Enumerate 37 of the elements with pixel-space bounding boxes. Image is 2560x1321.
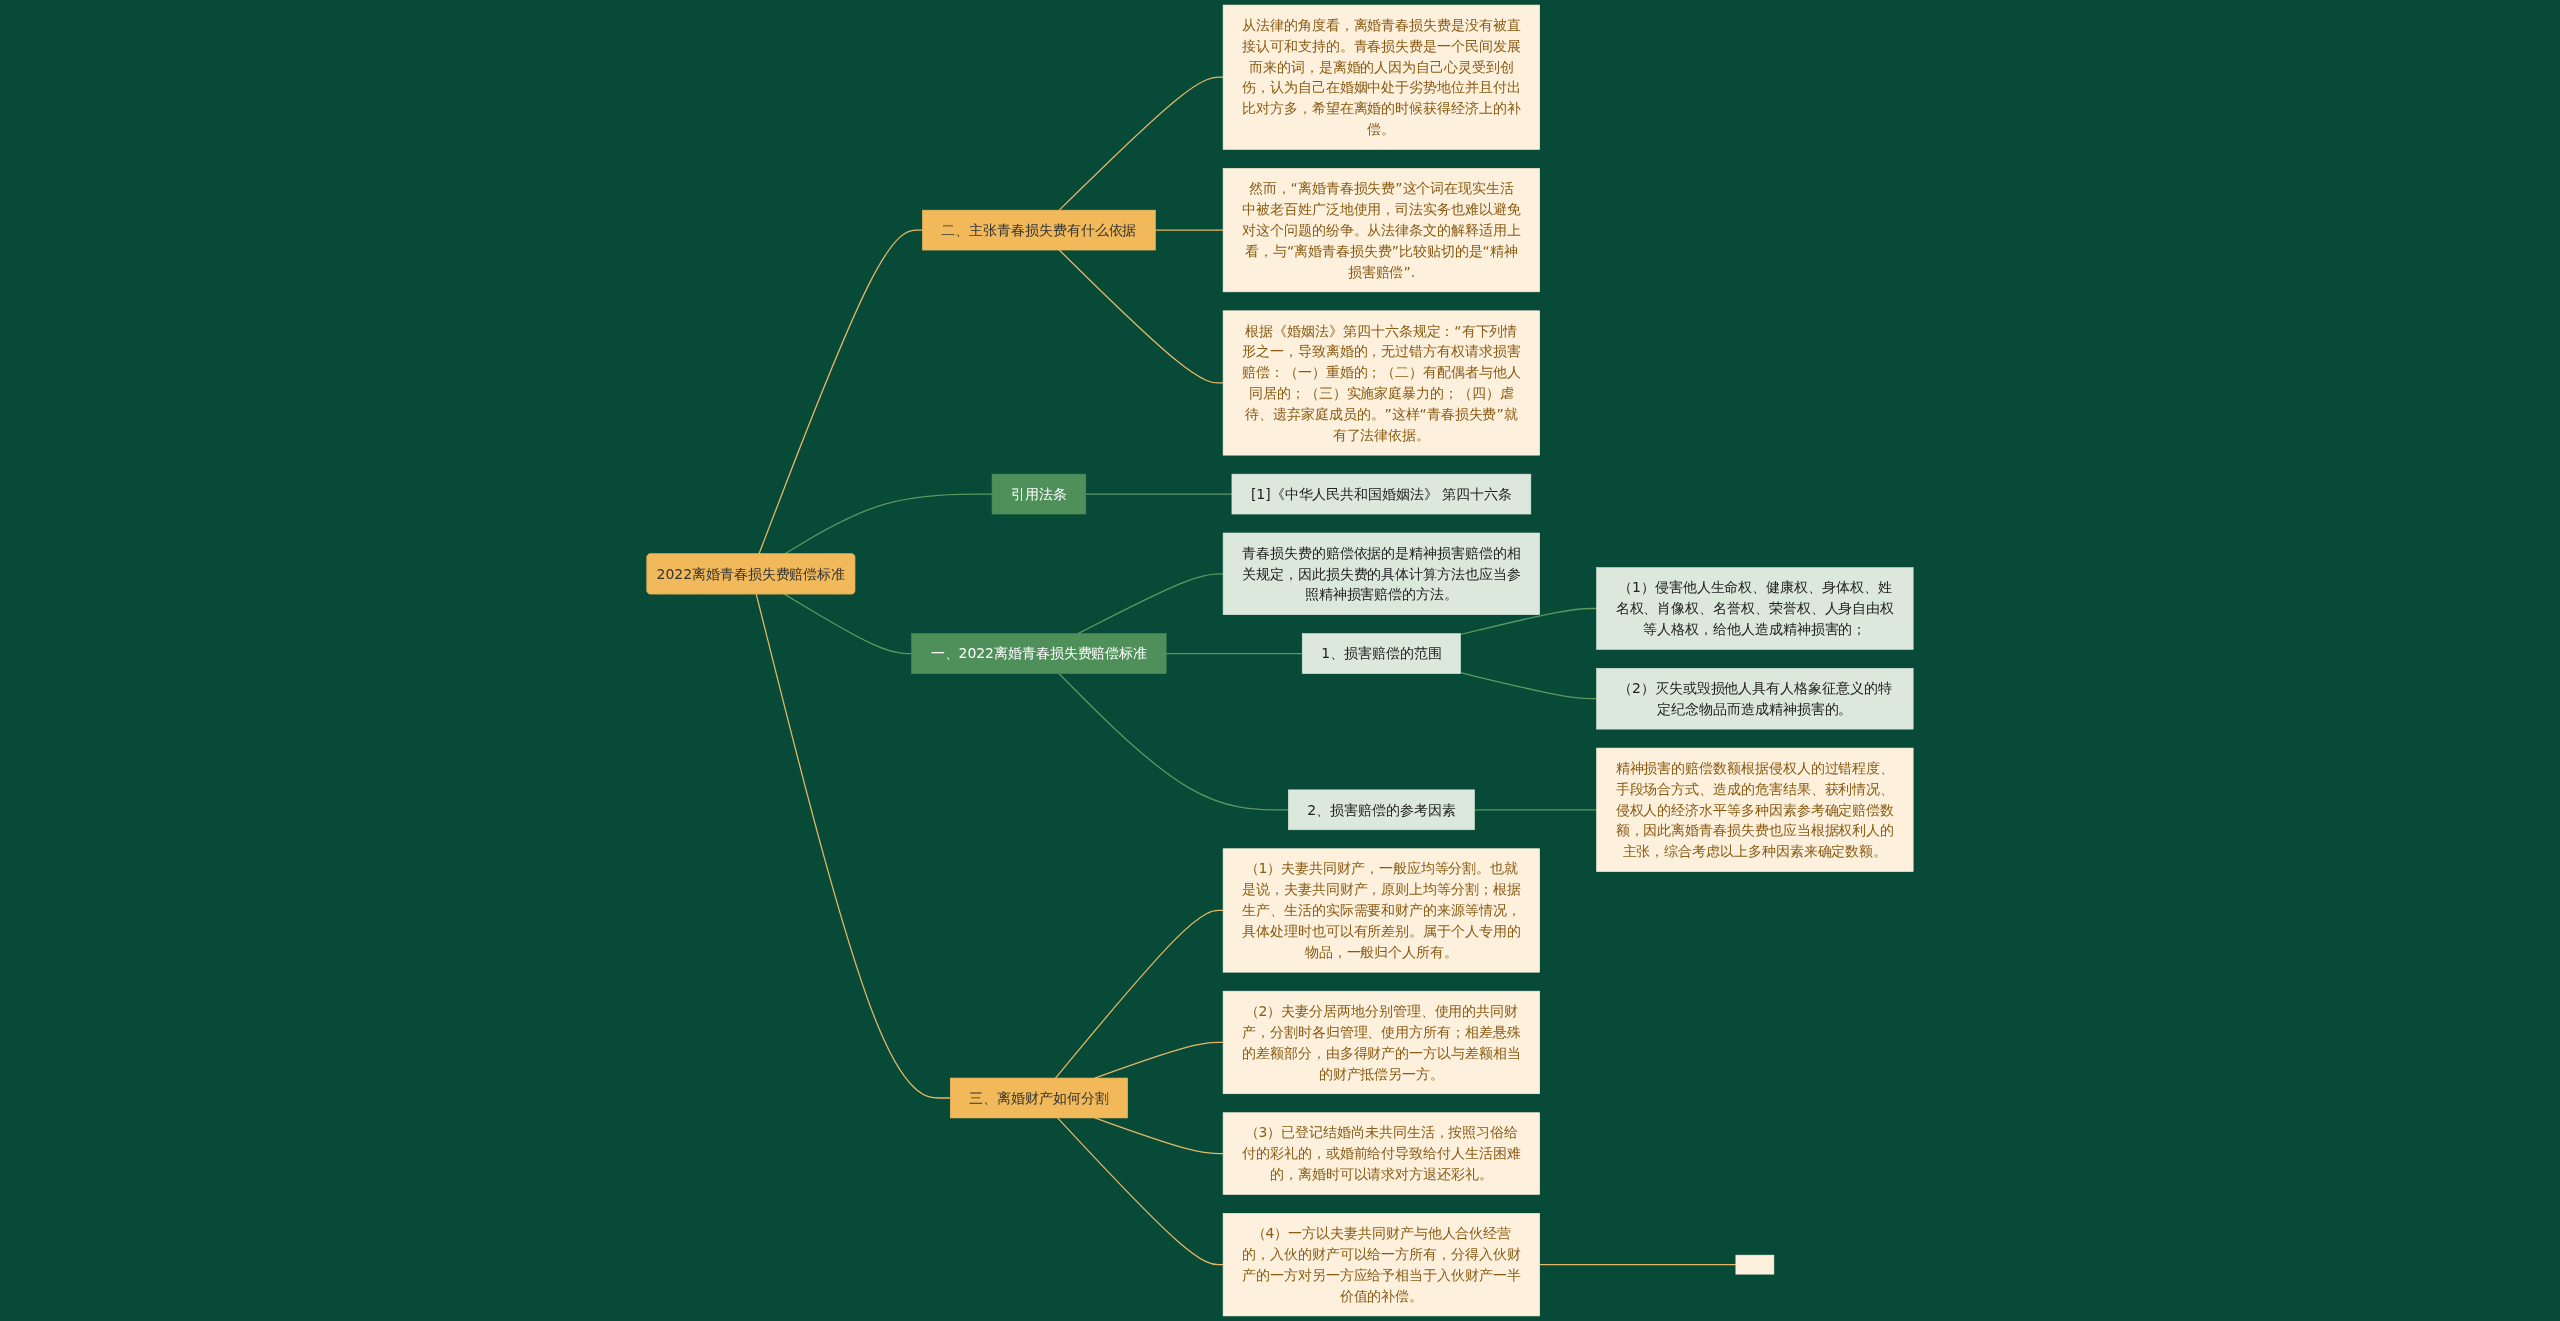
node-box	[1287, 789, 1475, 831]
node-box	[1222, 990, 1540, 1095]
node-box	[1596, 668, 1914, 730]
node-box	[1301, 633, 1461, 674]
connector	[1058, 249, 1224, 384]
node-box	[1735, 1254, 1775, 1275]
node-box	[1222, 168, 1540, 293]
connector	[755, 593, 951, 1099]
node-box	[922, 209, 1156, 251]
node-box	[1596, 747, 1914, 872]
connector	[1054, 909, 1224, 1079]
node-box	[1222, 1112, 1540, 1195]
node-box	[991, 473, 1086, 515]
connector	[1094, 1041, 1224, 1079]
node-box	[1222, 310, 1540, 456]
node-box	[1222, 532, 1540, 615]
connector	[783, 593, 913, 655]
connector	[1094, 1117, 1224, 1155]
connector	[1056, 1117, 1224, 1266]
connector	[1473, 809, 1598, 811]
node-box	[1596, 567, 1914, 650]
node-box	[1222, 1213, 1540, 1317]
connector	[1459, 607, 1598, 636]
connector	[1077, 573, 1224, 635]
connector	[1058, 76, 1224, 211]
node-box	[1231, 473, 1532, 515]
connector	[1085, 493, 1233, 495]
connector	[1165, 652, 1303, 655]
node-box	[911, 633, 1167, 674]
connector	[1058, 672, 1289, 811]
connector	[1538, 1264, 1737, 1266]
node-box	[1222, 848, 1540, 973]
node-box	[1222, 4, 1540, 150]
node-box	[949, 1077, 1128, 1119]
connector	[758, 229, 923, 555]
connector	[1459, 672, 1598, 700]
connector	[1154, 229, 1224, 231]
